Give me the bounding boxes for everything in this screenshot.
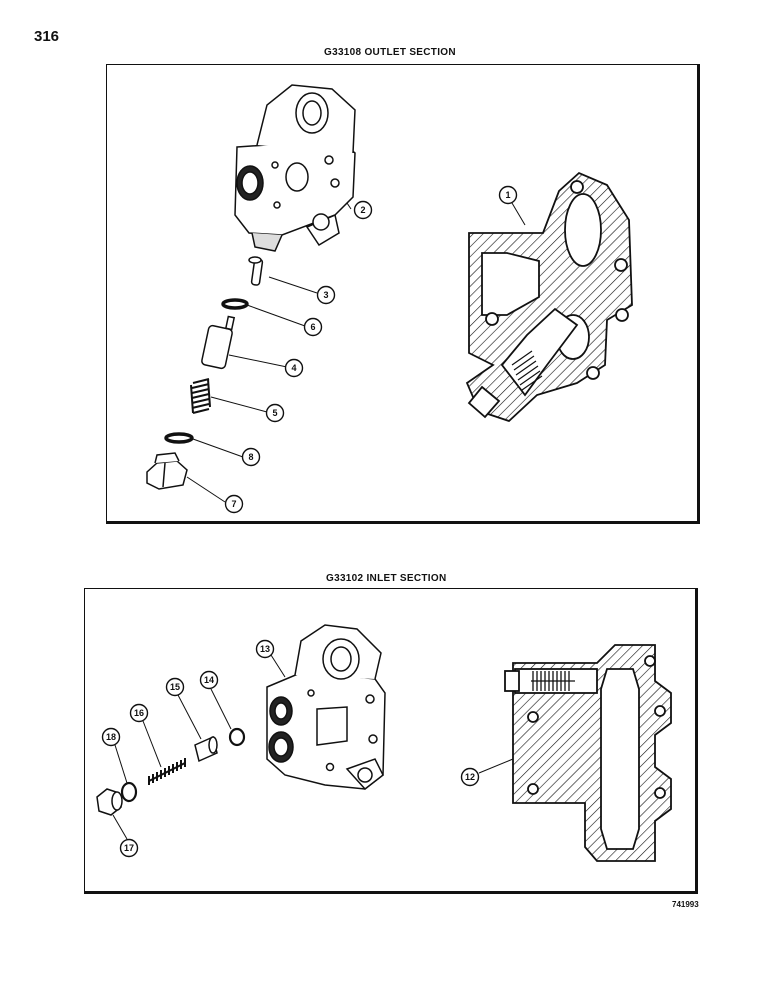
pin-part [248, 256, 264, 286]
svg-text:4: 4 [291, 363, 296, 373]
callout-16: 16 [129, 703, 149, 723]
outlet-section-title: G33108 OUTLET SECTION [324, 47, 456, 58]
spring-part [190, 378, 211, 414]
inlet-diagram: 13 14 15 16 18 17 12 [96, 624, 672, 862]
svg-text:3: 3 [323, 290, 328, 300]
figure-id: 741993 [672, 900, 699, 909]
svg-text:15: 15 [170, 682, 180, 692]
inlet-spring [148, 758, 186, 785]
inlet-plug [96, 788, 123, 816]
svg-text:17: 17 [124, 843, 134, 853]
inlet-housing [266, 624, 386, 791]
callout-2: 2 [353, 200, 373, 220]
callout-1: 1 [498, 185, 518, 205]
poppet-part [201, 315, 236, 370]
svg-text:18: 18 [106, 732, 116, 742]
svg-text:7: 7 [231, 499, 236, 509]
outlet-cross-section [465, 171, 633, 423]
callout-18: 18 [101, 727, 121, 747]
svg-text:12: 12 [465, 772, 475, 782]
callout-3: 3 [316, 285, 336, 305]
inlet-section-panel: 13 14 15 16 18 17 12 [84, 588, 698, 894]
callout-4: 4 [284, 358, 304, 378]
callout-14: 14 [199, 670, 219, 690]
callout-5: 5 [265, 403, 285, 423]
plug-part [146, 452, 188, 490]
inlet-cross-section [504, 644, 672, 862]
callout-17: 17 [119, 838, 139, 858]
svg-text:8: 8 [248, 452, 253, 462]
svg-text:6: 6 [310, 322, 315, 332]
outlet-diagram: 1 2 3 6 4 5 8 7 [146, 84, 633, 514]
o-ring-upper [221, 298, 249, 310]
svg-text:16: 16 [134, 708, 144, 718]
inlet-section-title: G33102 INLET SECTION [326, 573, 447, 584]
svg-text:5: 5 [272, 408, 277, 418]
callout-12: 12 [460, 767, 480, 787]
callout-6: 6 [303, 317, 323, 337]
callout-7: 7 [224, 494, 244, 514]
callout-8: 8 [241, 447, 261, 467]
callout-13: 13 [255, 639, 275, 659]
svg-text:1: 1 [505, 190, 510, 200]
o-ring-lower [164, 432, 194, 444]
sleeve-part [194, 735, 218, 763]
washer-part [120, 781, 138, 803]
svg-text:13: 13 [260, 644, 270, 654]
outlet-section-panel: 1 2 3 6 4 5 8 7 [106, 64, 700, 524]
seal-ring [228, 727, 246, 747]
page-number: 316 [34, 28, 60, 45]
svg-text:2: 2 [360, 205, 365, 215]
svg-text:14: 14 [204, 675, 214, 685]
callout-15: 15 [165, 677, 185, 697]
outlet-housing [234, 84, 356, 252]
